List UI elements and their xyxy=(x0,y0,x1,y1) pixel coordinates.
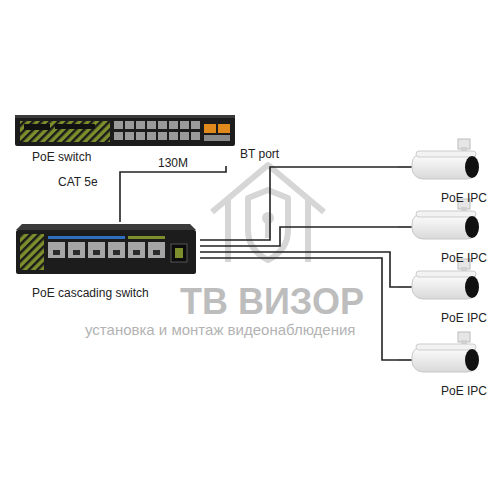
device-label: PoE switch xyxy=(32,150,91,164)
device-label: PoE cascading switch xyxy=(32,286,149,300)
cable xyxy=(200,227,398,246)
ip-camera: PoE IPC xyxy=(398,203,493,267)
device-label: PoE IPC xyxy=(441,384,487,398)
port-label: BT port xyxy=(240,148,279,161)
device-label: PoE IPC xyxy=(441,251,487,265)
ip-camera: PoE IPC xyxy=(398,336,493,400)
ip-camera: PoE IPC xyxy=(398,143,493,207)
cascading-switch-illustration xyxy=(16,224,196,274)
watermark-subtitle: установка и монтаж видеонаблюдения xyxy=(85,322,355,339)
watermark: ТВ ВИЗОР xyxy=(180,282,364,322)
poe-switch-illustration xyxy=(15,115,235,146)
cable xyxy=(120,166,226,222)
cable-line xyxy=(120,166,226,222)
cable-line xyxy=(200,227,398,246)
cable-line xyxy=(200,167,398,240)
cable-length: 130M xyxy=(156,156,190,170)
watermark-logo xyxy=(212,165,324,262)
ip-camera: PoE IPC xyxy=(398,263,493,327)
poe-switch: PoE switch xyxy=(12,110,237,166)
cable-label: CAT 5e xyxy=(58,176,98,189)
cable xyxy=(200,167,398,240)
cascading-switch: PoE cascading switch xyxy=(12,222,200,302)
device-label: PoE IPC xyxy=(441,311,487,325)
device-label: PoE IPC xyxy=(441,191,487,205)
